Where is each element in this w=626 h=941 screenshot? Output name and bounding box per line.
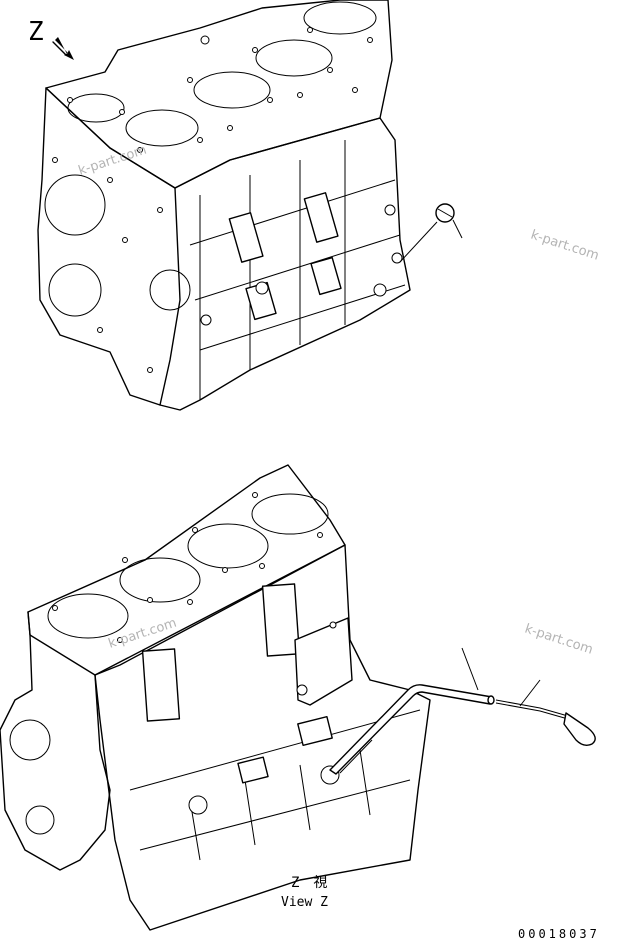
dipstick-assembly	[329, 647, 596, 775]
watermark: k-part.com	[107, 616, 179, 652]
view-marker: Z	[28, 17, 74, 60]
view-marker-label: Z	[28, 17, 44, 47]
watermark: k-part.com	[523, 622, 595, 658]
watermarks: k-part.com k-part.com k-part.com k-part.…	[77, 143, 601, 658]
dipstick	[495, 699, 569, 717]
dipstick-guide-tube	[329, 684, 493, 775]
caption-line-2: View Z	[281, 895, 328, 910]
view-arrow-icon	[55, 37, 74, 60]
caption-line-1: Z 視	[291, 875, 327, 891]
engine-block-bottom-view	[0, 464, 431, 931]
watermark: k-part.com	[77, 143, 149, 179]
watermark: k-part.com	[529, 228, 601, 264]
drawing-number: 00018037	[518, 927, 600, 941]
plug-part	[399, 203, 463, 263]
engine-block-top-view	[37, 0, 411, 411]
dipstick-handle	[563, 712, 596, 747]
view-caption: Z 視 View Z	[281, 875, 328, 910]
